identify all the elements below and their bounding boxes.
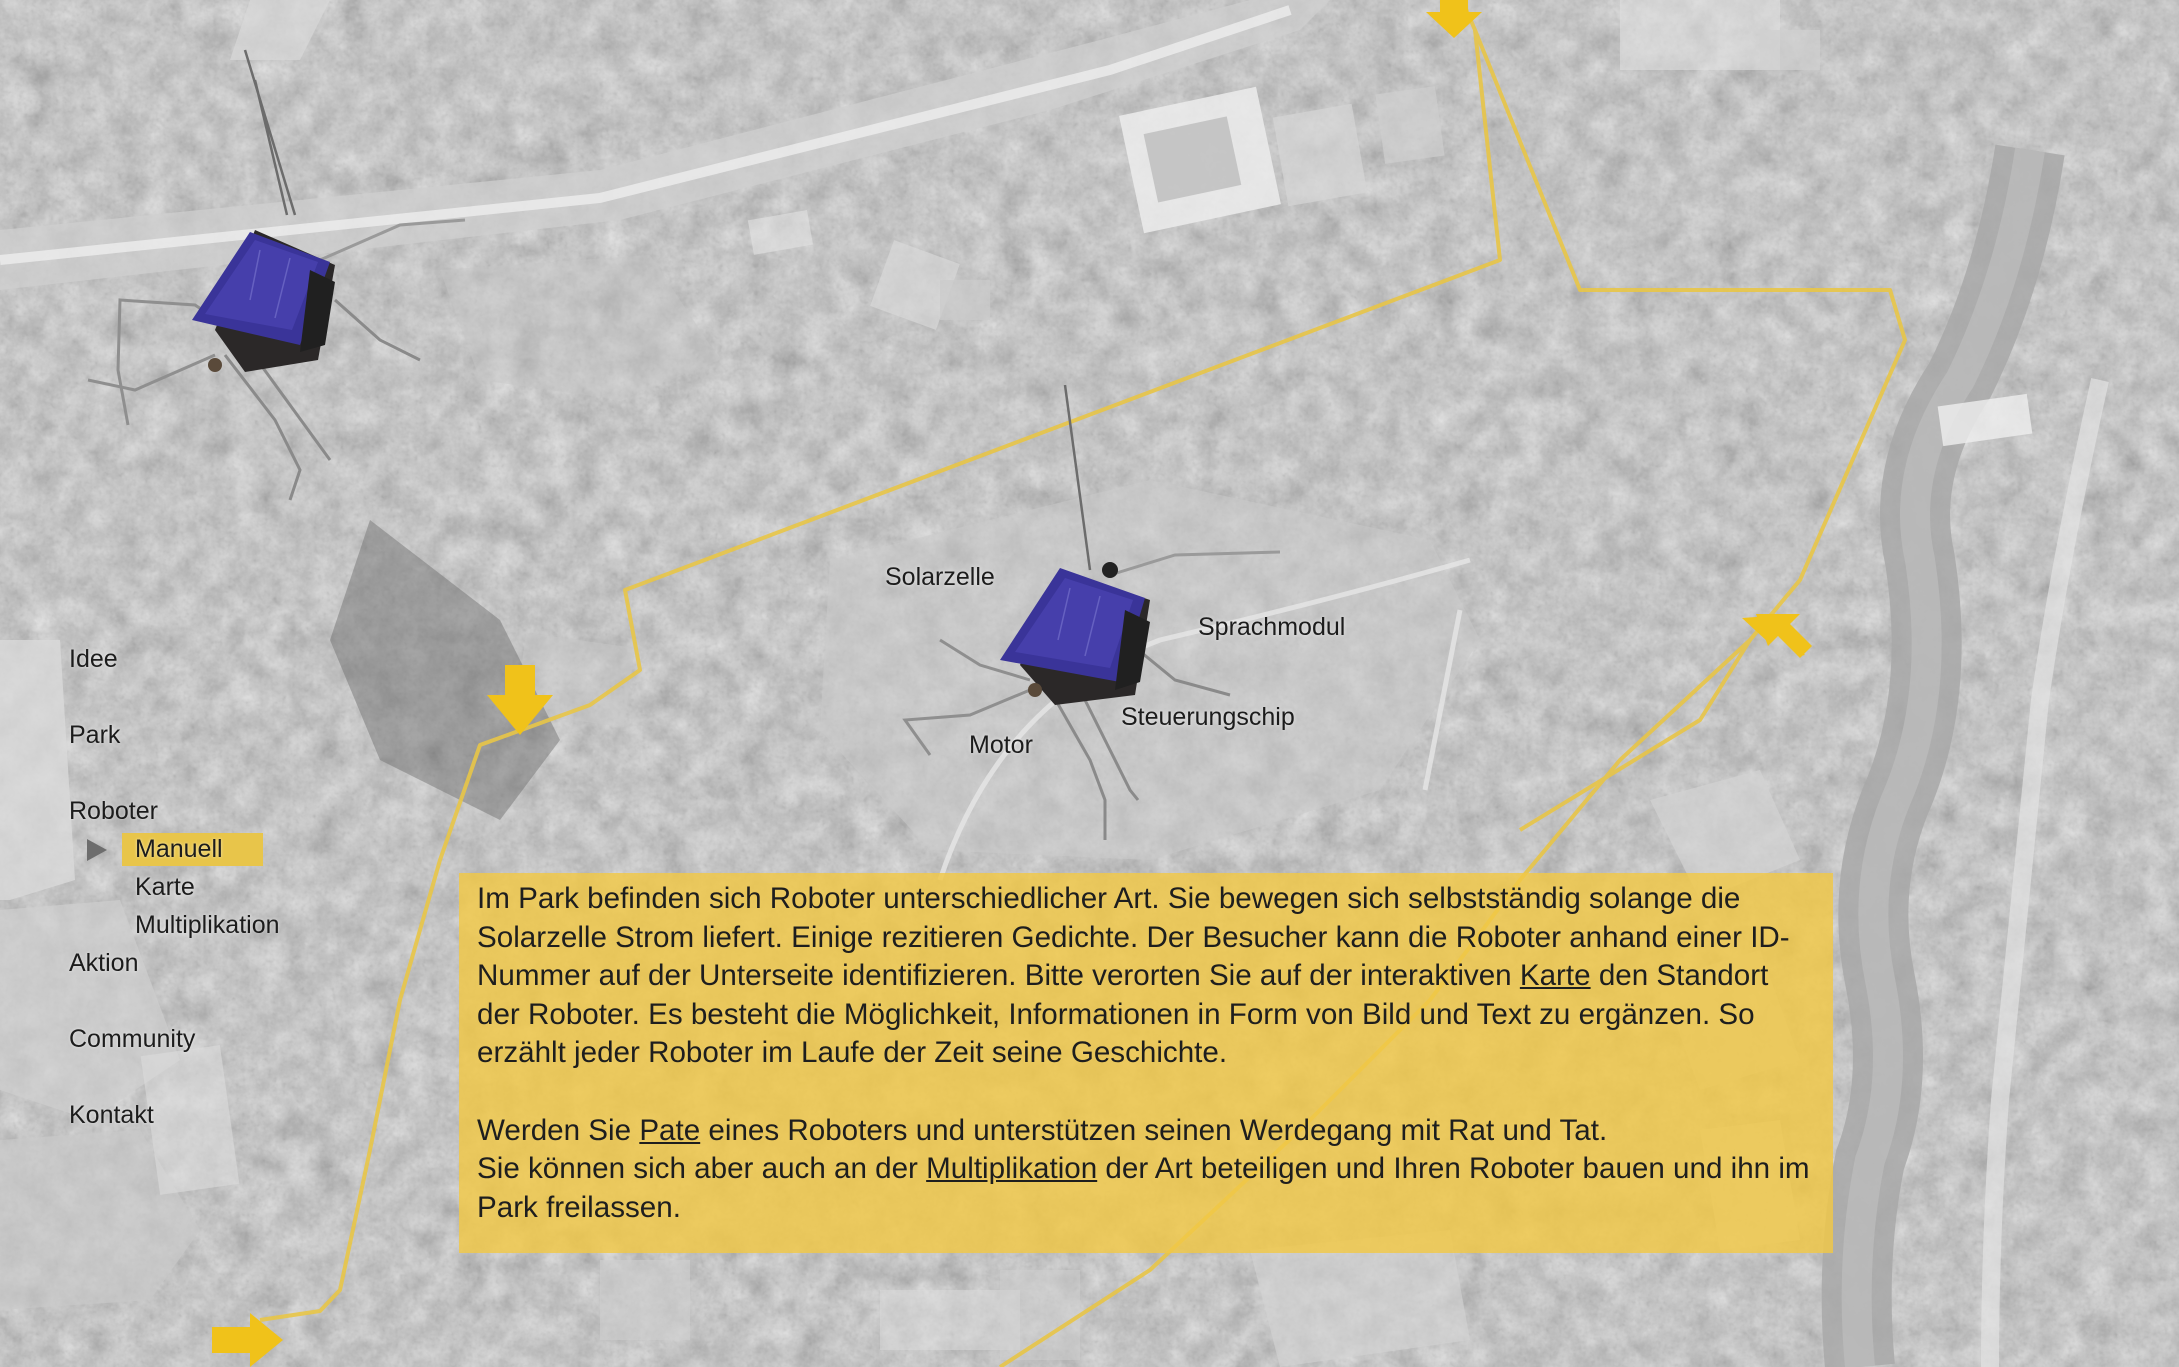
nav-item-aktion[interactable]: Aktion <box>69 949 139 977</box>
route-arrow-icon[interactable] <box>212 1313 283 1367</box>
nav-item-roboter[interactable]: Roboter <box>69 797 158 825</box>
subnav-item-karte[interactable]: Karte <box>135 873 195 901</box>
info-text: Werden Sie <box>477 1113 640 1147</box>
nav-item-park[interactable]: Park <box>69 721 121 749</box>
nav-item-kontakt[interactable]: Kontakt <box>69 1101 154 1129</box>
label-sprachmodul: Sprachmodul <box>1198 613 1346 641</box>
nav-item-idee[interactable]: Idee <box>69 645 118 673</box>
robot-icon[interactable] <box>902 384 1281 840</box>
route-arrow-icon[interactable] <box>1426 0 1482 38</box>
label-steuerungschip: Steuerungschip <box>1121 703 1295 731</box>
nav-item-community[interactable]: Community <box>69 1025 196 1053</box>
robot-icon[interactable] <box>87 49 466 501</box>
info-text: eines Roboters und unterstützen seinen W… <box>700 1113 1608 1147</box>
info-paragraph-1: Im Park befinden sich Roboter unterschie… <box>477 880 1815 1073</box>
route-arrow-icon[interactable] <box>1742 614 1812 658</box>
nav-marker-icon <box>87 839 107 861</box>
link-multiplikation[interactable]: Multiplikation <box>926 1152 1098 1186</box>
subnav-item-multiplikation[interactable]: Multiplikation <box>135 911 280 939</box>
info-text: Sie können sich aber auch an der <box>477 1152 927 1186</box>
link-pate[interactable]: Pate <box>639 1113 701 1147</box>
link-karte[interactable]: Karte <box>1519 959 1591 993</box>
label-solarzelle: Solarzelle <box>885 563 995 591</box>
info-paragraph-2: Werden Sie Pate eines Roboters und unter… <box>477 1112 1815 1228</box>
route-arrow-icon[interactable] <box>487 665 553 735</box>
info-box: Im Park befinden sich Roboter unterschie… <box>459 873 1833 1253</box>
label-motor: Motor <box>969 731 1033 759</box>
subnav-item-manuell[interactable]: Manuell <box>122 833 263 866</box>
